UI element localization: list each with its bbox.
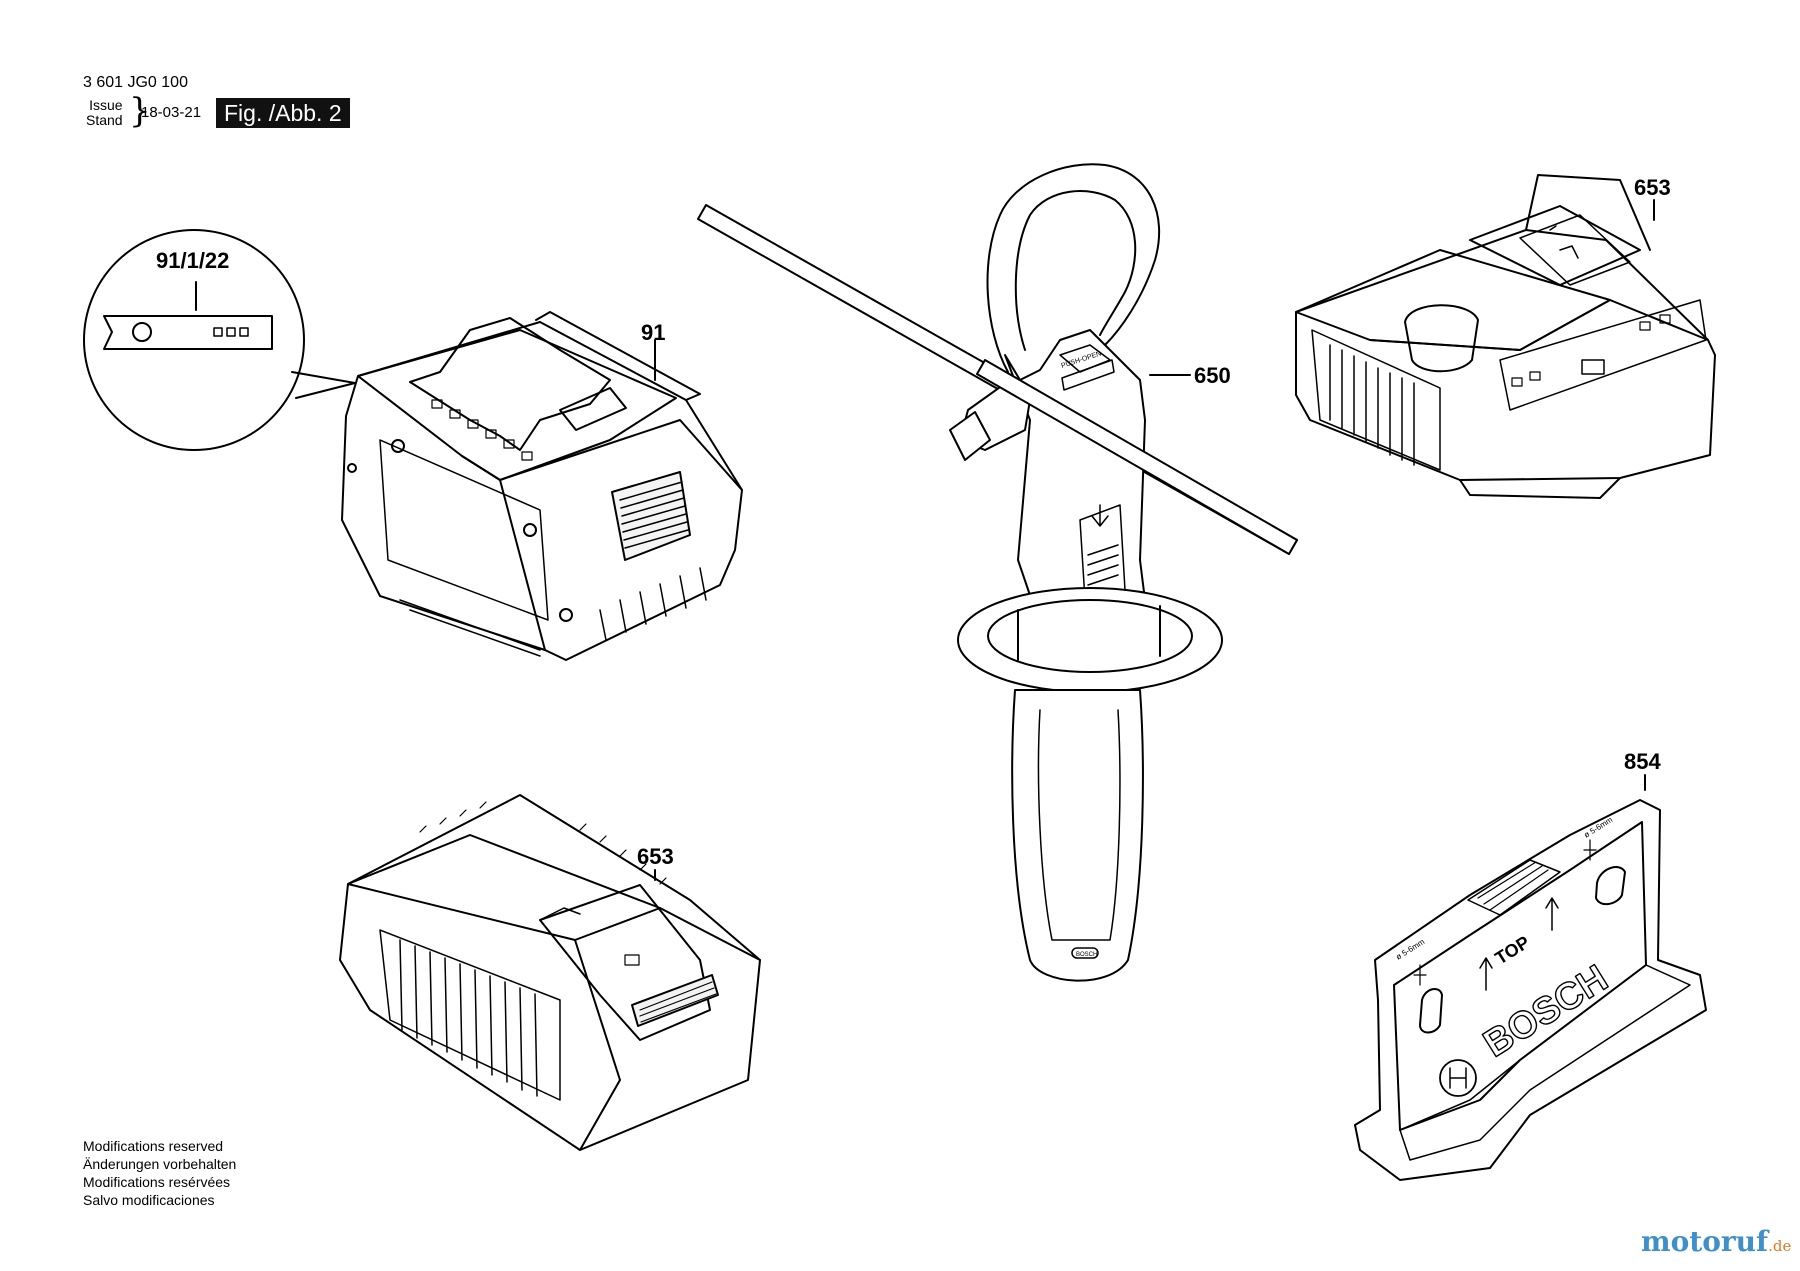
- note-de: Änderungen vorbehalten: [83, 1156, 237, 1172]
- battery-pack: [341, 311, 743, 661]
- issue-date: 18-03-21: [141, 104, 202, 121]
- note-es: Salvo modificaciones: [83, 1192, 215, 1208]
- issue-stand-labels: Issue Stand: [86, 98, 123, 128]
- figure-label: Fig. /Abb. 2: [216, 98, 350, 128]
- modification-notes: Modifications reserved Änderungen vorbeh…: [83, 1137, 236, 1209]
- callout-91: 91: [641, 320, 666, 345]
- watermark-logo: motoruf.de: [1641, 1225, 1791, 1258]
- label-detail-circle: [83, 229, 356, 451]
- part-number: 3 601 JG0 100: [83, 74, 188, 91]
- charger-bottom: [339, 794, 761, 1151]
- brace-symbol: }: [129, 91, 151, 131]
- callout-650: 650: [1194, 363, 1231, 388]
- callout-854: 854: [1624, 749, 1661, 774]
- issue-label: Issue: [89, 97, 123, 113]
- side-handle: [697, 163, 1298, 982]
- charger-top-right: [1295, 174, 1716, 499]
- stand-label: Stand: [86, 112, 123, 128]
- note-en: Modifications reserved: [83, 1138, 224, 1154]
- wall-holder: [1354, 799, 1707, 1181]
- watermark-main: motoruf: [1641, 1225, 1769, 1258]
- callout-653-top: 653: [1634, 175, 1671, 200]
- callout-653-bottom: 653: [637, 844, 674, 869]
- callout-91-1-22: 91/1/22: [156, 248, 230, 273]
- handle-grip-text: BOSCH: [1076, 952, 1097, 958]
- watermark-tld: .de: [1768, 1237, 1792, 1255]
- note-fr: Modifications resérvées: [83, 1174, 231, 1190]
